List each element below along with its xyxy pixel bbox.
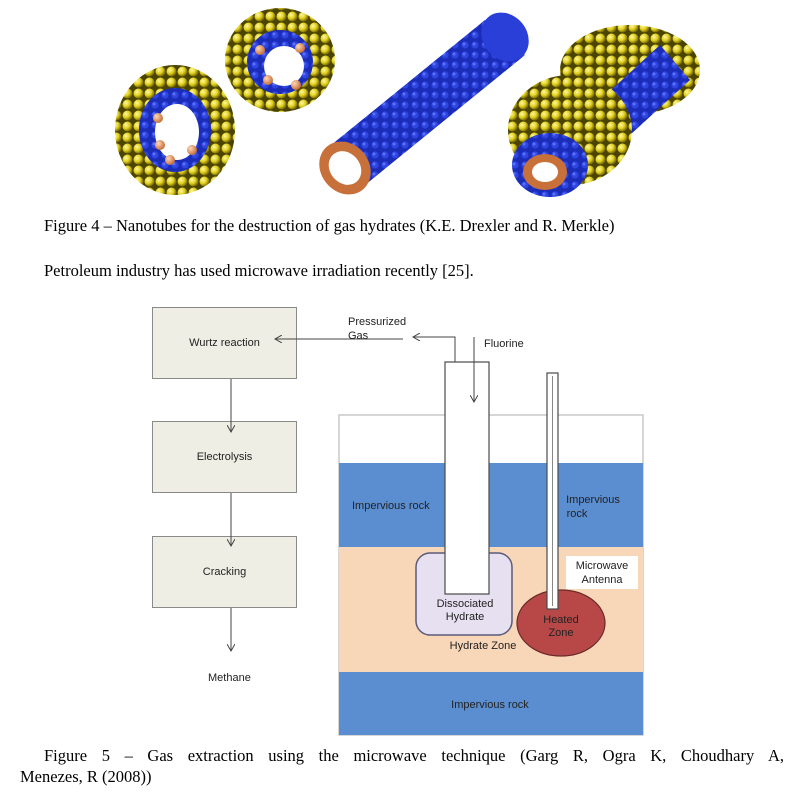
label-impervious-rock-right-2: rock bbox=[566, 508, 588, 520]
injection-tube bbox=[444, 361, 490, 595]
label-dissociated-hydrate-2: Hydrate bbox=[445, 611, 485, 623]
label-microwave-antenna-1: Microwave bbox=[575, 560, 629, 572]
label-impervious-rock-right-1: Impervious bbox=[566, 494, 620, 506]
pressurized-gas-arrow bbox=[413, 337, 456, 362]
flow-label-cracking: Cracking bbox=[202, 566, 247, 578]
label-heated-zone-1: Heated bbox=[543, 614, 579, 626]
nanotube-assembly bbox=[508, 25, 700, 197]
label-fluorine: Fluorine bbox=[484, 338, 524, 350]
label-heated-zone-2: Zone bbox=[548, 627, 574, 639]
label-impervious-rock-left: Impervious rock bbox=[352, 500, 430, 512]
figure5-caption-line1: Figure 5 – Gas extraction using the micr… bbox=[44, 746, 784, 765]
flow-box-electrolysis: Electrolysis bbox=[152, 421, 297, 493]
label-pressurized-gas: Pressurized Gas bbox=[348, 316, 407, 342]
body-paragraph: Petroleum industry has used microwave ir… bbox=[44, 261, 474, 280]
label-dissociated-hydrate-1: Dissociated bbox=[436, 598, 494, 610]
flow-output-methane: Methane bbox=[208, 672, 251, 684]
label-microwave-antenna-2: Antenna bbox=[581, 574, 623, 586]
nanotube-long bbox=[319, 12, 529, 195]
flow-label-wurtz-reaction: Wurtz reaction bbox=[189, 337, 260, 349]
figure4-caption: Figure 4 – Nanotubes for the destruction… bbox=[44, 216, 615, 235]
heated-zone bbox=[516, 589, 606, 657]
flow-box-cracking: Cracking bbox=[152, 536, 297, 608]
label-impervious-rock-bottom: Impervious rock bbox=[451, 699, 529, 711]
upper-impervious-rock bbox=[339, 463, 643, 547]
nanotube-ring-left bbox=[115, 65, 235, 195]
nanotube-illustration bbox=[115, 8, 700, 197]
flow-box-wurtz-reaction: Wurtz reaction bbox=[152, 307, 297, 379]
nanotube-ring-right bbox=[225, 8, 335, 112]
flow-label-electrolysis: Electrolysis bbox=[196, 451, 253, 463]
microwave-antenna-label-box bbox=[566, 556, 638, 589]
figure5-caption-line2: Menezes, R (2008)) bbox=[20, 767, 152, 786]
label-hydrate-zone: Hydrate Zone bbox=[449, 640, 517, 652]
bottom-impervious-rock bbox=[339, 672, 643, 735]
